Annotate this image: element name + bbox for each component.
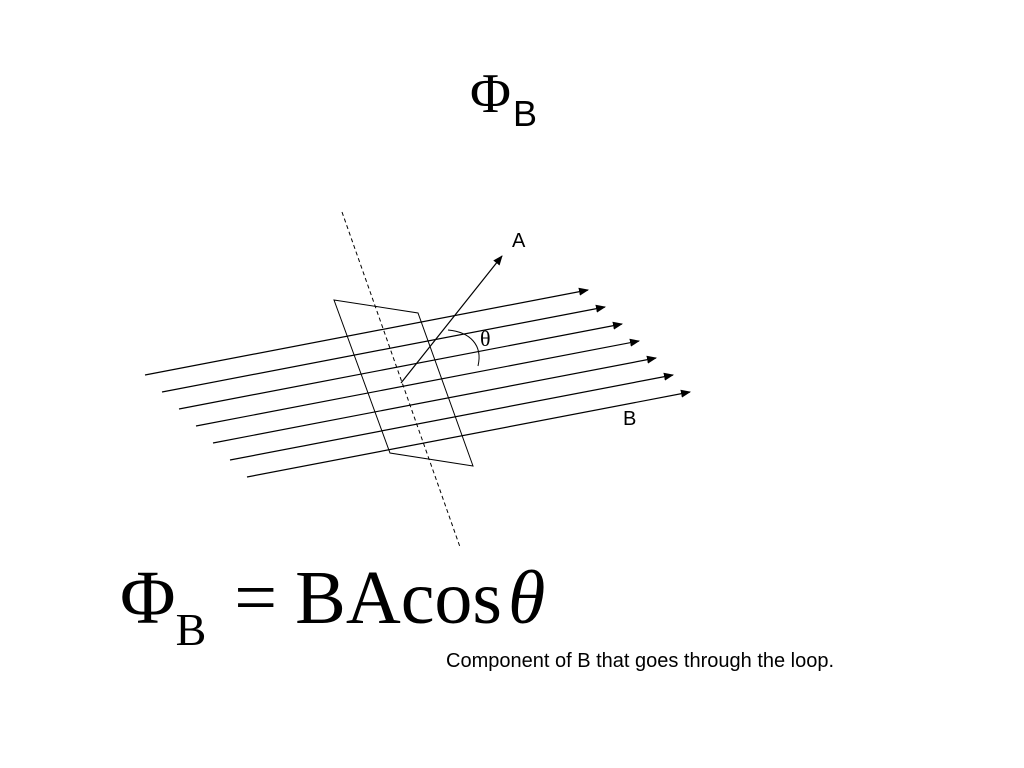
equation-theta: θ bbox=[508, 556, 546, 640]
title-subscript: B bbox=[512, 93, 537, 134]
field-line-arrow bbox=[229, 372, 674, 461]
caption: Component of B that goes through the loo… bbox=[446, 650, 835, 672]
normal-dashed-line bbox=[341, 211, 461, 548]
title-phi-symbol: Φ bbox=[470, 63, 511, 125]
field-line-arrow bbox=[212, 355, 657, 444]
slide-title: ΦB bbox=[470, 63, 537, 132]
field-line-arrow bbox=[246, 389, 691, 478]
angle-arc bbox=[447, 329, 480, 367]
flux-equation: ΦB=BAcosθ bbox=[120, 560, 545, 653]
equation-equals: = bbox=[234, 556, 278, 640]
field-line-arrow bbox=[195, 338, 640, 427]
area-vector-arrow bbox=[400, 255, 503, 384]
field-label: B bbox=[623, 408, 636, 430]
area-vector-label: A bbox=[512, 230, 526, 252]
equation-subscript: B bbox=[175, 604, 207, 655]
equation-rhs: BAcos bbox=[295, 556, 503, 640]
loop-surface bbox=[333, 299, 474, 467]
angle-label: θ bbox=[480, 326, 491, 351]
equation-phi-symbol: Φ bbox=[120, 556, 176, 640]
field-line-arrow bbox=[144, 287, 589, 376]
field-lines bbox=[144, 287, 691, 478]
field-line-arrow bbox=[161, 304, 606, 393]
field-line-arrow bbox=[178, 321, 623, 410]
